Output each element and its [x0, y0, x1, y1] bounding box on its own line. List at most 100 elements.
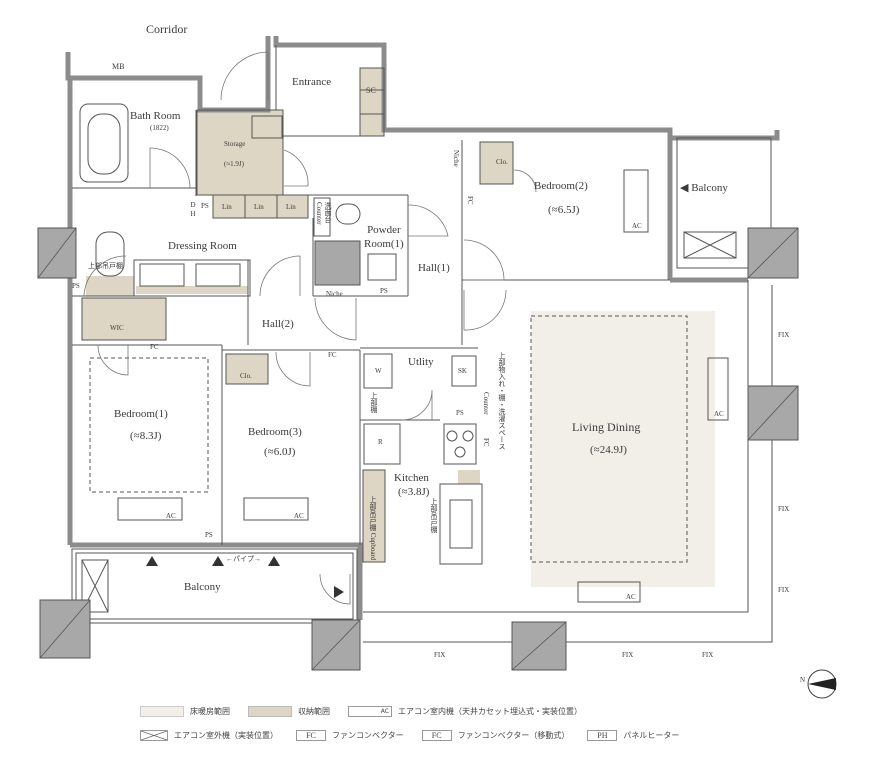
- legend-text-fc-mobile: ファンコンベクター（移動式）: [457, 731, 570, 740]
- label-ps-bed: PS: [205, 531, 213, 539]
- washer-dressing: [95, 231, 125, 277]
- label-corridor: Corridor: [146, 22, 188, 36]
- label-fix-1: FIX: [778, 331, 790, 339]
- legend-swatch-floor: [140, 706, 184, 717]
- legend-swatch-fc: FC: [296, 730, 326, 741]
- label-ps-3: PS: [380, 287, 388, 295]
- balcony-south-outline: [71, 548, 358, 624]
- storage-fill-cupboard: [363, 470, 385, 562]
- legend-text-ph: パネルヒーター: [623, 731, 680, 740]
- door-bed2: [463, 239, 505, 281]
- storage-fill-storage-room: [197, 110, 283, 195]
- arrow-balcony-2: [212, 556, 224, 566]
- label-upper-cabinet: 上部吊戸棚: [430, 498, 438, 533]
- label-wash-counter: 洗面台: [324, 202, 332, 223]
- label-hall2: Hall(2): [262, 318, 294, 330]
- balcony-south-inner: [75, 552, 354, 620]
- label-fix-6: FIX: [702, 651, 714, 659]
- label-ld-size: (≈24.9J): [590, 444, 627, 456]
- bed2-ac: [623, 169, 649, 233]
- door-bed3: [275, 351, 311, 387]
- bed1-area: [89, 357, 209, 493]
- legend-text-ac-outdoor: エアコン室外機（実装位置）: [174, 731, 278, 740]
- label-wic: WIC: [110, 324, 124, 332]
- label-clo2: Clo.: [496, 158, 508, 166]
- sink-sk: [451, 355, 477, 387]
- label-niche-bed2: Niche: [452, 150, 460, 167]
- label-fc-kitchen: FC: [482, 438, 490, 447]
- kitchen-sink: [449, 499, 473, 549]
- label-clo3: Clo.: [240, 372, 252, 380]
- bed1-ac: [117, 497, 183, 521]
- label-fix-5: FIX: [622, 651, 634, 659]
- label-lin-3: Lin: [286, 203, 296, 211]
- col-hatch-4: [39, 599, 91, 659]
- label-storage-size: (≈1.9J): [224, 160, 244, 168]
- label-ac-bed1: AC: [166, 512, 176, 520]
- label-cupboard: 上部吊戸棚 Cupboard: [369, 496, 377, 561]
- label-ac-ld-right: AC: [714, 410, 724, 418]
- powder-niche-box: [314, 240, 361, 286]
- dressing-basin-1: [139, 263, 185, 287]
- door-balcony: [319, 573, 351, 605]
- door-clo2: [513, 169, 537, 193]
- label-w: W: [375, 367, 382, 375]
- label-bath-room: Bath Room: [130, 110, 181, 122]
- door-dressing: [83, 255, 127, 297]
- bed3-ac: [243, 497, 309, 521]
- storage-fill-dressing2: [136, 286, 248, 294]
- living-floor-heating-area: [531, 311, 715, 587]
- label-ps-utility: PS: [456, 409, 464, 417]
- dressing-counter: [133, 259, 251, 297]
- legend-swatch-fc-mobile: FC: [421, 730, 452, 741]
- storage-fill-clo2: [480, 142, 513, 184]
- ld-ac-bottom: [577, 581, 641, 603]
- col-hatch-5: [311, 619, 361, 671]
- label-hall1: Hall(1): [418, 262, 450, 274]
- label-bedroom2: Bedroom(2): [534, 180, 588, 192]
- door-hall2b: [314, 297, 357, 341]
- storage-fill-dressing: [86, 276, 134, 296]
- door-powder: [407, 204, 449, 237]
- label-lin-1: Lin: [222, 203, 232, 211]
- storage-fill-sc: [360, 68, 384, 136]
- label-powder-room: Powder Room(1): [364, 224, 404, 250]
- arrow-balcony-3: [268, 556, 280, 566]
- door-ld: [463, 289, 507, 331]
- outer-wall-north-west: [65, 36, 271, 113]
- legend-swatch-storage: [248, 706, 292, 717]
- label-fc-bed2: FC: [466, 196, 474, 205]
- legend-text-fc: ファンコンベクター: [332, 731, 404, 740]
- label-utility: Utlity: [408, 356, 434, 368]
- label-storage: Storage: [224, 140, 246, 148]
- legend-swatch-ph: PH: [587, 730, 618, 741]
- label-balcony-south: Balcony: [184, 581, 221, 593]
- bathtub-inner: [87, 113, 121, 175]
- arrow-balcony-door: [334, 586, 344, 598]
- fridge: [363, 423, 401, 465]
- legend-text-ac: エアコン室内機（天井カセット埋込式・実装位置）: [398, 707, 582, 716]
- powder-counter: [313, 197, 331, 237]
- washing-machine: [363, 353, 393, 389]
- label-pipe-space: ←パイプ→: [226, 555, 261, 563]
- clo2-outline: [479, 141, 514, 185]
- col-hatch-2: [747, 227, 799, 279]
- label-upper-storage: 上部吊戸棚: [88, 262, 123, 270]
- balcony-south-ac-unit: [81, 559, 109, 613]
- toilet: [335, 203, 361, 225]
- label-sc: SC: [366, 86, 376, 95]
- col-hatch-6: [511, 621, 567, 671]
- label-r: R: [378, 438, 383, 446]
- storage-fill-clo3: [226, 354, 268, 384]
- burner-1: [446, 430, 458, 442]
- storage-fill-kitchen-small: [458, 470, 480, 484]
- door-utility: [401, 389, 433, 421]
- ld-ac-right: [707, 357, 729, 421]
- label-bedroom2-size: (≈6.5J): [548, 204, 580, 216]
- label-sk: SK: [458, 367, 467, 375]
- label-kitchen: Kitchen: [394, 472, 429, 484]
- label-bedroom3: Bedroom(3): [248, 426, 302, 438]
- storage-shelf: [251, 115, 283, 139]
- legend-swatch-ac-outdoor: [140, 730, 168, 741]
- label-niche-powder: Niche: [326, 290, 343, 298]
